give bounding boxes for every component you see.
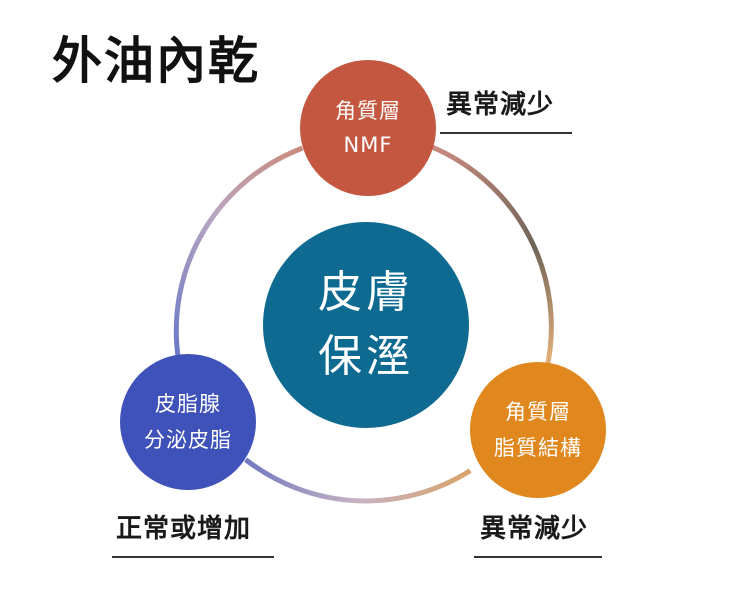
node-skin-moisture: 皮膚 保溼 (263, 222, 469, 428)
label-bottom-left-status: 正常或增加 (116, 514, 252, 544)
label-top-status: 異常減少 (446, 90, 555, 120)
node-top-line2: NMF (343, 133, 393, 157)
node-center-line1: 皮膚 (318, 267, 414, 318)
label-bottom-right-underline (474, 556, 602, 558)
node-center-line2: 保溼 (318, 331, 414, 382)
page-title: 外油內乾 (52, 32, 260, 90)
ring-arc-top-right (429, 143, 554, 370)
node-right-line2: 脂質結構 (494, 436, 582, 460)
node-left-line2: 分泌皮脂 (144, 428, 232, 452)
ring-arc-bottom (244, 457, 472, 504)
label-bottom-right-status: 異常減少 (480, 514, 589, 544)
node-left-line1: 皮脂腺 (155, 392, 221, 416)
node-stratum-corneum-lipid: 角質層 脂質結構 (470, 362, 606, 498)
node-right-line1: 角質層 (505, 400, 571, 424)
node-stratum-corneum-nmf: 角質層 NMF (300, 60, 436, 196)
label-bottom-left-underline (112, 556, 274, 558)
node-sebaceous-gland: 皮脂腺 分泌皮脂 (120, 354, 256, 490)
ring-arc-left (173, 145, 304, 360)
node-top-line1: 角質層 (335, 99, 401, 123)
label-top-underline (440, 132, 572, 134)
